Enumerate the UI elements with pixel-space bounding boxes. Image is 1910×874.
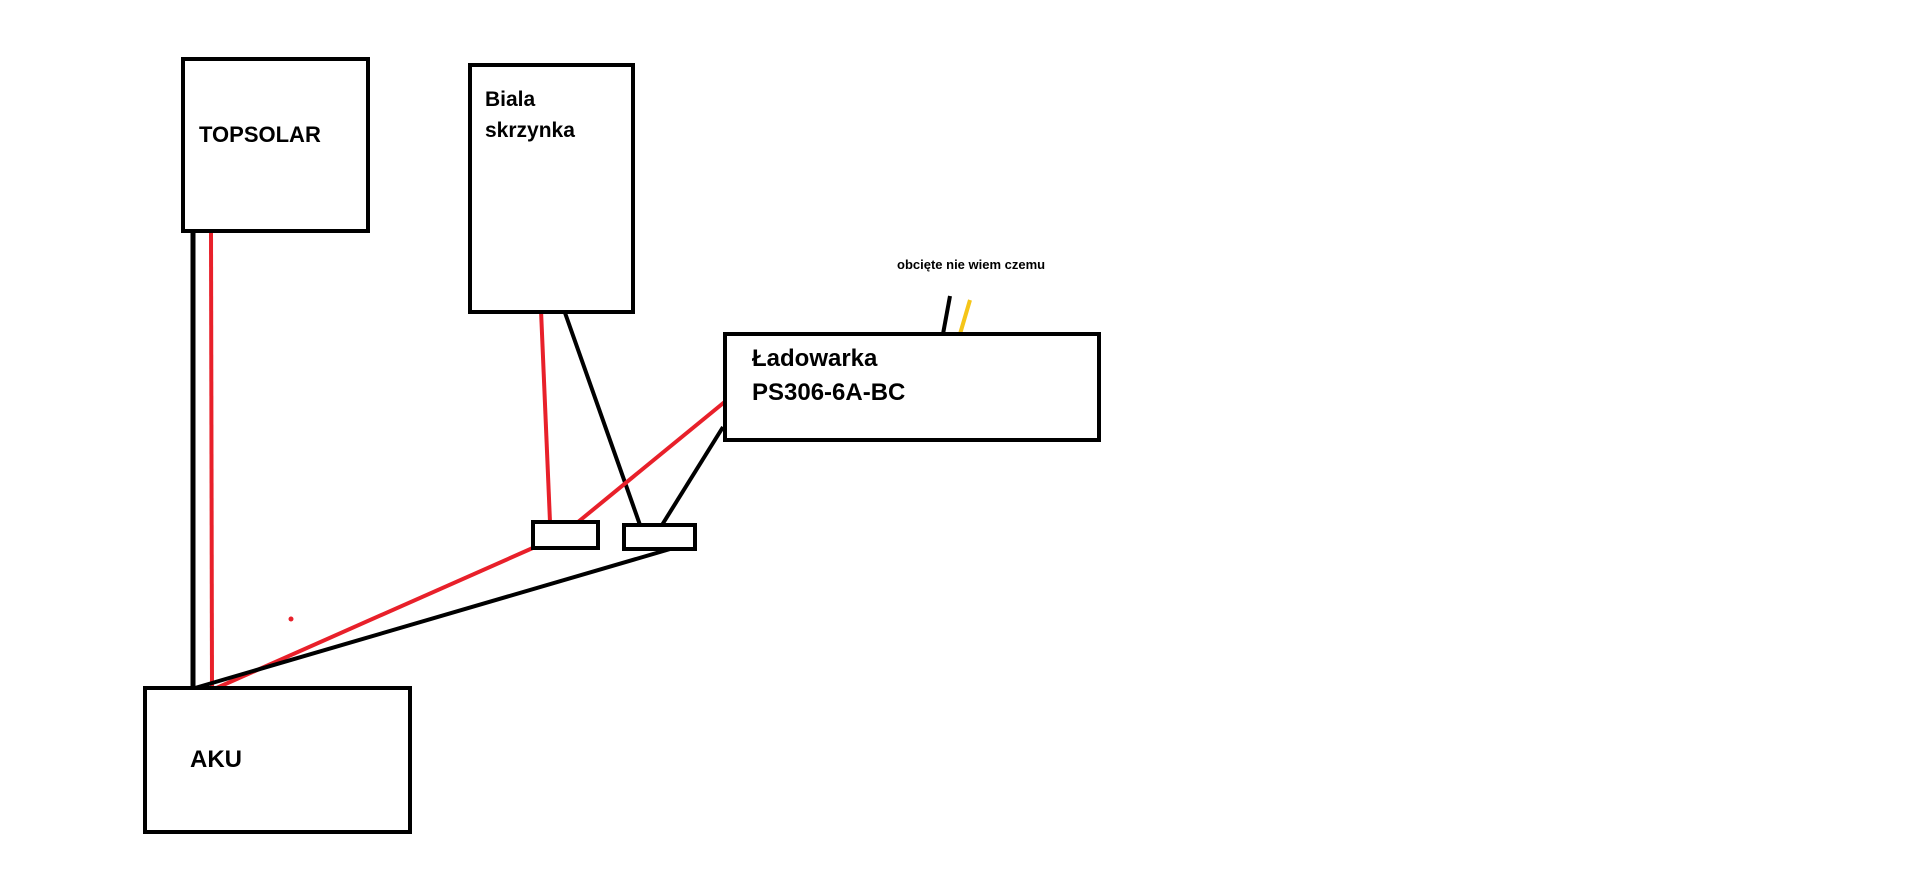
biala-label-line1: Biala (485, 88, 536, 111)
cut-black-wire (941, 295, 952, 335)
terminal-negative-to-aku-wire (194, 545, 678, 690)
positive-terminal-block (531, 520, 600, 550)
negative-terminal-block (622, 523, 697, 551)
topsolar-positive-wire (209, 229, 214, 691)
biala-label-line2: skrzynka (485, 119, 575, 142)
cut-yellow-wire (958, 299, 972, 335)
ladowarka-box: Ładowarka PS306-6A-BC (723, 332, 1101, 442)
ladowarka-negative-wire (660, 425, 725, 527)
ladowarka-positive-wire (576, 398, 729, 524)
stray-red-dot (288, 616, 294, 622)
ladowarka-label-line1: Ładowarka (752, 345, 878, 372)
aku-box: AKU (143, 686, 412, 834)
cut-wires-annotation: obcięte nie wiem czemu (897, 257, 1046, 272)
biala-positive-wire (539, 309, 552, 523)
aku-label: AKU (190, 746, 242, 773)
biala-negative-wire (562, 309, 642, 526)
topsolar-label: TOPSOLAR (199, 122, 321, 147)
biala-skrzynka-box: Biala skrzynka (468, 63, 635, 314)
ladowarka-label-line2: PS306-6A-BC (752, 379, 906, 406)
topsolar-box: TOPSOLAR (181, 57, 370, 233)
